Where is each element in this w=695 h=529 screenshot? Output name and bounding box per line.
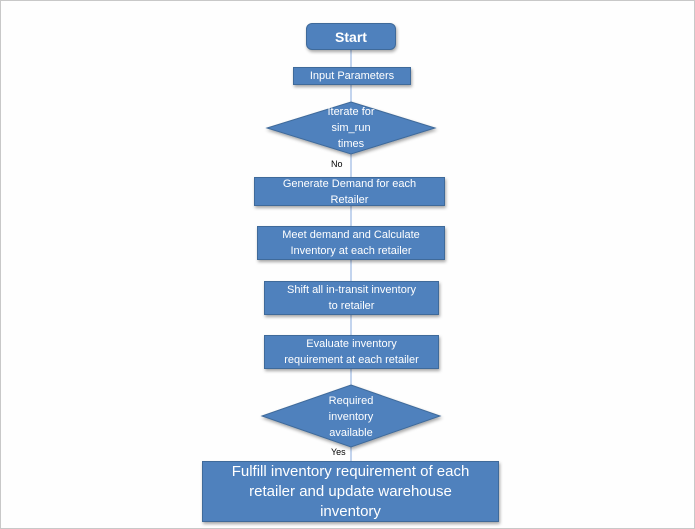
no-label: No [331, 159, 343, 169]
input-parameters-box: Input Parameters [293, 67, 411, 85]
decision-iterate-diamond [265, 101, 437, 155]
evaluate-inventory-box: Evaluate inventory requirement at each r… [264, 335, 439, 369]
fulfill-inventory-box: Fulfill inventory requirement of each re… [202, 461, 499, 522]
decision-required-diamond [260, 384, 442, 448]
shift-inventory-box: Shift all in-transit inventory to retail… [264, 281, 439, 315]
iterate-decision-label: Iterate for sim_run times [327, 106, 375, 150]
generate-demand-box: Generate Demand for each Retailer [254, 177, 445, 206]
start-terminal: Start [306, 23, 396, 50]
required-decision-label: Required inventory available [328, 395, 374, 439]
meet-demand-box: Meet demand and Calculate Inventory at e… [257, 226, 445, 260]
yes-label: Yes [331, 447, 346, 457]
